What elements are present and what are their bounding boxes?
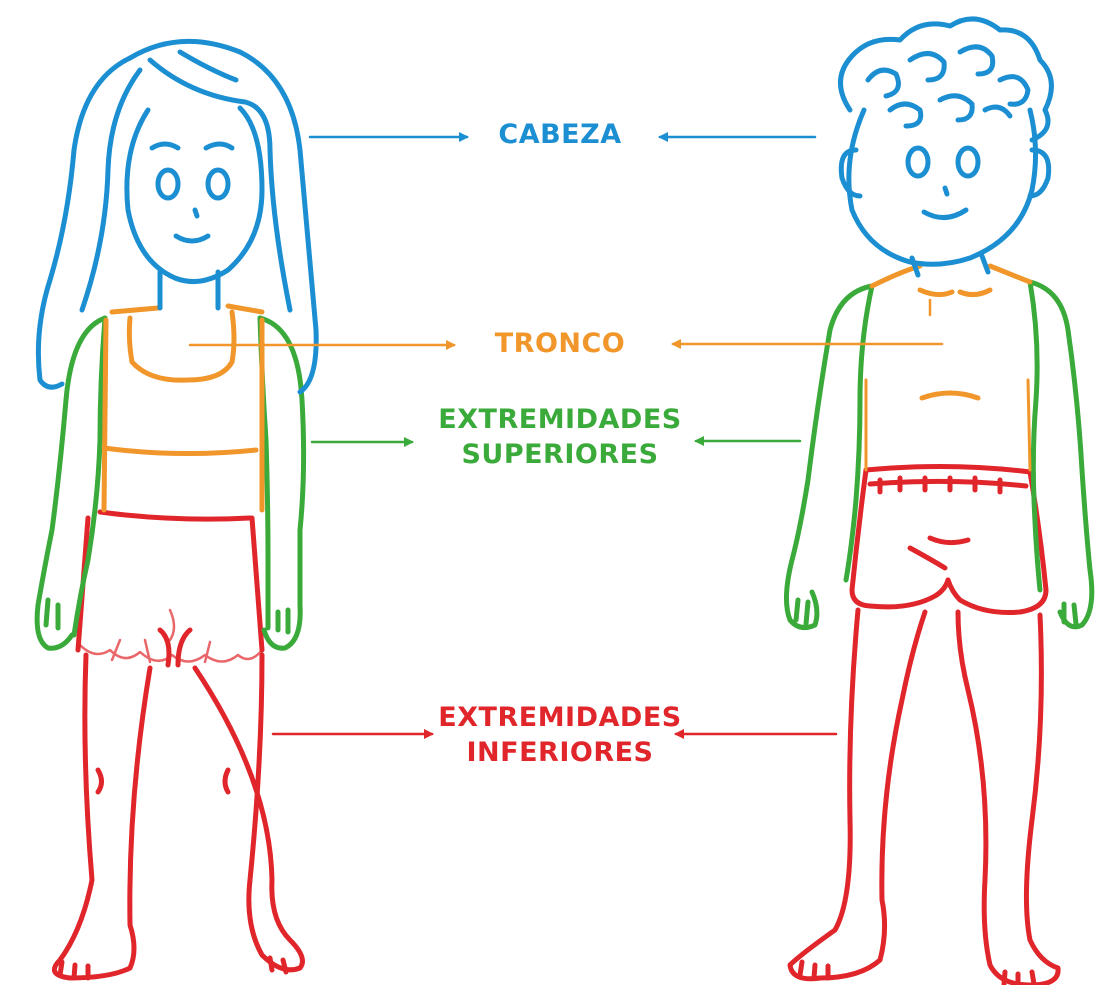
label-lower-limbs-line1: EXTREMIDADES — [400, 700, 720, 735]
girl-trunk — [104, 306, 262, 510]
label-lower-limbs: EXTREMIDADES INFERIORES — [400, 700, 720, 770]
label-head: CABEZA — [440, 117, 680, 152]
boy-trunk — [866, 266, 1030, 470]
girl-legs — [54, 512, 302, 978]
label-trunk: TRONCO — [440, 326, 680, 361]
boy-legs — [790, 466, 1058, 985]
boy-figure — [786, 19, 1091, 985]
label-head-text: CABEZA — [440, 117, 680, 152]
boy-head — [840, 19, 1051, 275]
girl-figure — [37, 41, 316, 978]
label-lower-limbs-line2: INFERIORES — [400, 735, 720, 770]
label-upper-limbs-line1: EXTREMIDADES — [400, 402, 720, 437]
label-upper-limbs-line2: SUPERIORES — [400, 437, 720, 472]
label-upper-limbs: EXTREMIDADES SUPERIORES — [400, 402, 720, 472]
label-trunk-text: TRONCO — [440, 326, 680, 361]
